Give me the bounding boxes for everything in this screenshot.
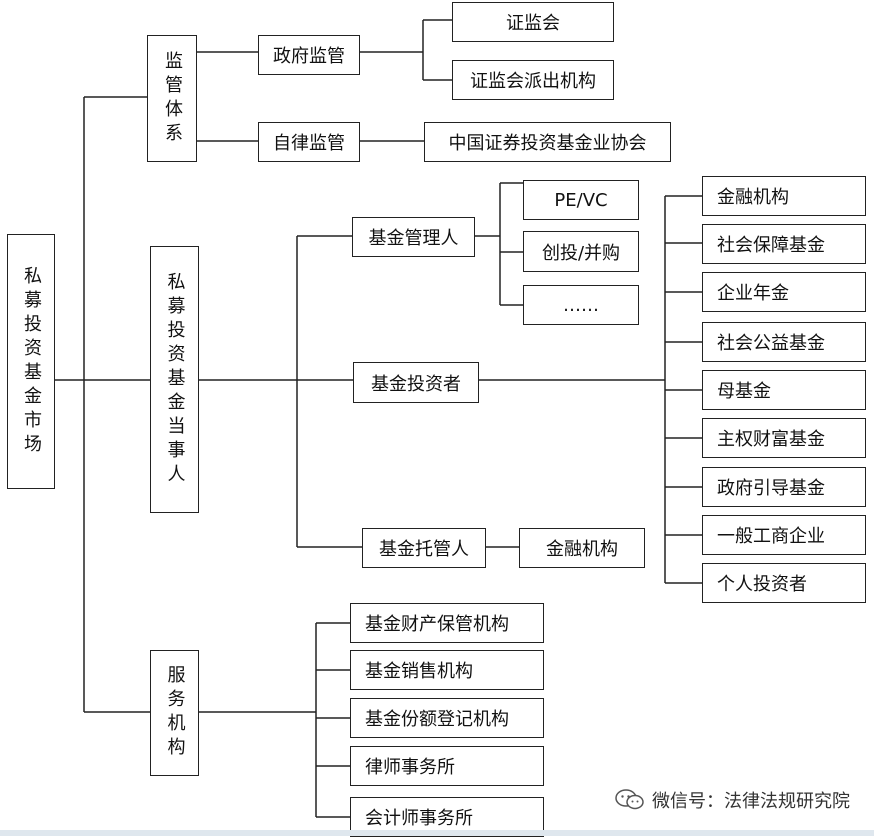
manager-pevc-node: PE/VC [523,180,639,220]
investor-financial-institution: 金融机构 [702,176,866,216]
fund-parties-node: 私募投资基金当事人 [150,246,199,513]
investor-fund-of-funds: 母基金 [702,370,866,410]
investor-enterprise-annuity: 企业年金 [702,272,866,312]
government-regulation-node: 政府监管 [258,35,360,75]
fund-custodian-node: 基金托管人 [362,528,486,568]
service-share-registration: 基金份额登记机构 [350,698,544,738]
service-asset-custody: 基金财产保管机构 [350,603,544,643]
regulation-system-node: 监管体系 [147,35,197,162]
csrc-node: 证监会 [452,2,614,42]
service-law-firm: 律师事务所 [350,746,544,786]
fund-investor-node: 基金投资者 [353,362,479,403]
bottom-strip [0,830,874,836]
investor-government-guided: 政府引导基金 [702,467,866,507]
root-node: 私募投资基金市场 [7,234,55,489]
watermark: 微信号：法律法规研究院 [614,782,864,818]
wechat-icon [614,788,646,812]
service-sales: 基金销售机构 [350,650,544,690]
investor-general-enterprise: 一般工商企业 [702,515,866,555]
custodian-financial-institution: 金融机构 [519,528,645,568]
csrc-branch-node: 证监会派出机构 [452,60,614,100]
watermark-text: 微信号：法律法规研究院 [652,791,850,812]
self-regulation-node: 自律监管 [258,122,360,162]
manager-vc-ma-node: 创投/并购 [523,231,639,272]
investor-individual: 个人投资者 [702,563,866,603]
investor-charity-fund: 社会公益基金 [702,322,866,362]
investor-sovereign-wealth: 主权财富基金 [702,418,866,458]
manager-more-node: …… [523,285,639,325]
investor-social-security: 社会保障基金 [702,224,866,264]
fund-manager-node: 基金管理人 [352,217,475,257]
service-institutions-node: 服务机构 [150,650,199,776]
amac-node: 中国证券投资基金业协会 [424,122,671,162]
